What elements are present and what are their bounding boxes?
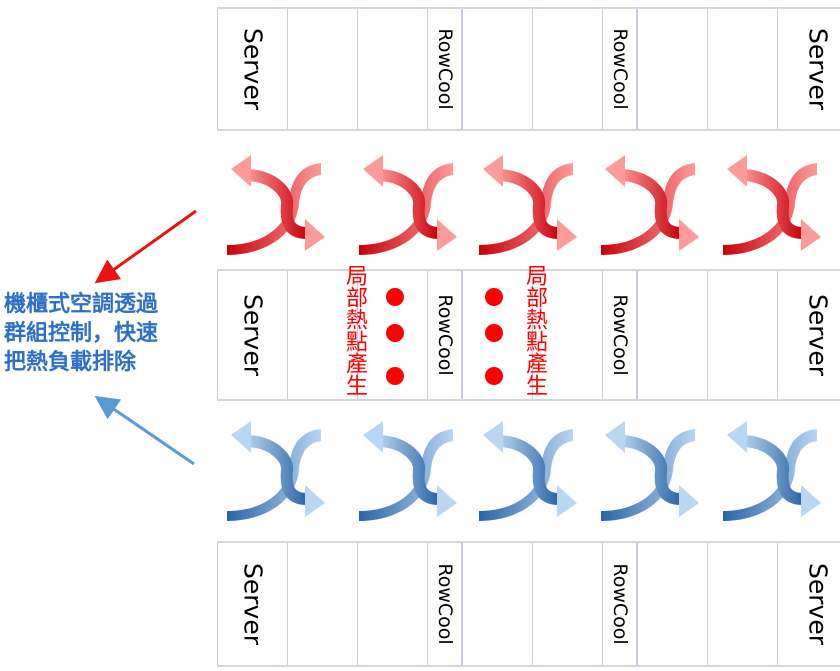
hot-airflow-icon bbox=[591, 147, 701, 257]
hotspot-dot bbox=[386, 288, 404, 306]
caption-line-3: 把熱負載排除 bbox=[4, 350, 137, 375]
cold-airflow-icon bbox=[349, 413, 459, 523]
cold-airflow-band bbox=[217, 413, 840, 533]
cold-airflow-icon bbox=[469, 413, 579, 523]
rack-slot-empty bbox=[462, 271, 532, 399]
rack-slot-empty bbox=[532, 9, 602, 129]
rack-slot-empty bbox=[462, 9, 532, 129]
rack-slot-empty bbox=[357, 271, 427, 399]
top-rack-row: Server RowCool RowCool Server bbox=[217, 7, 840, 131]
rack-rowcool: RowCool bbox=[602, 271, 637, 399]
hotspot-label-1: 局部熱點產生 bbox=[342, 264, 367, 396]
rack-slot-empty bbox=[707, 543, 777, 665]
rack-slot-empty bbox=[532, 271, 602, 399]
hotspot-dot bbox=[386, 367, 404, 385]
rack-server: Server bbox=[777, 543, 840, 665]
rack-slot-empty bbox=[357, 9, 427, 129]
rack-slot-empty bbox=[637, 9, 707, 129]
hotspot-dot bbox=[386, 324, 404, 342]
rack-server: Server bbox=[777, 9, 840, 129]
rack-slot-empty bbox=[637, 543, 707, 665]
cold-airflow-icon bbox=[217, 413, 327, 523]
hotspot-dot bbox=[485, 324, 503, 342]
caption-line-2: 群組控制，快速 bbox=[4, 321, 159, 346]
cold-pointer-arrow bbox=[94, 395, 195, 466]
rack-server: Server bbox=[217, 9, 287, 129]
hotspot-dot bbox=[485, 367, 503, 385]
hot-airflow-icon bbox=[217, 147, 327, 257]
rack-rowcool: RowCool bbox=[427, 9, 462, 129]
rack-slot-empty bbox=[287, 9, 357, 129]
rack-slot-empty bbox=[357, 543, 427, 665]
hot-airflow-band bbox=[217, 147, 840, 267]
rack-server: Server bbox=[777, 271, 840, 399]
rack-slot-empty bbox=[637, 271, 707, 399]
rack-rowcool: RowCool bbox=[427, 543, 462, 665]
rack-slot-empty bbox=[707, 271, 777, 399]
rack-rowcool: RowCool bbox=[602, 543, 637, 665]
middle-rack-row: Server RowCool RowCool Server bbox=[217, 269, 840, 401]
hot-airflow-icon bbox=[349, 147, 459, 257]
rack-slot-empty bbox=[532, 543, 602, 665]
bottom-rack-row: Server RowCool RowCool Server bbox=[217, 541, 840, 667]
hot-airflow-icon bbox=[469, 147, 579, 257]
rack-slot-empty bbox=[707, 9, 777, 129]
rack-slot-empty bbox=[462, 543, 532, 665]
hot-pointer-arrow bbox=[94, 209, 197, 284]
rack-server: Server bbox=[217, 271, 287, 399]
rack-rowcool: RowCool bbox=[602, 9, 637, 129]
rack-server: Server bbox=[217, 543, 287, 665]
rack-slot-empty bbox=[287, 543, 357, 665]
cold-airflow-icon bbox=[591, 413, 701, 523]
hotspot-label-2: 局部熱點產生 bbox=[522, 264, 547, 396]
rack-rowcool: RowCool bbox=[427, 271, 462, 399]
hotspot-dot bbox=[485, 288, 503, 306]
cold-airflow-icon bbox=[713, 413, 823, 523]
caption-line-1: 機櫃式空調透過 bbox=[4, 292, 159, 317]
caption: 機櫃式空調透過 群組控制，快速 把熱負載排除 bbox=[4, 290, 194, 377]
hot-airflow-icon bbox=[713, 147, 823, 257]
rack-slot-empty bbox=[287, 271, 357, 399]
